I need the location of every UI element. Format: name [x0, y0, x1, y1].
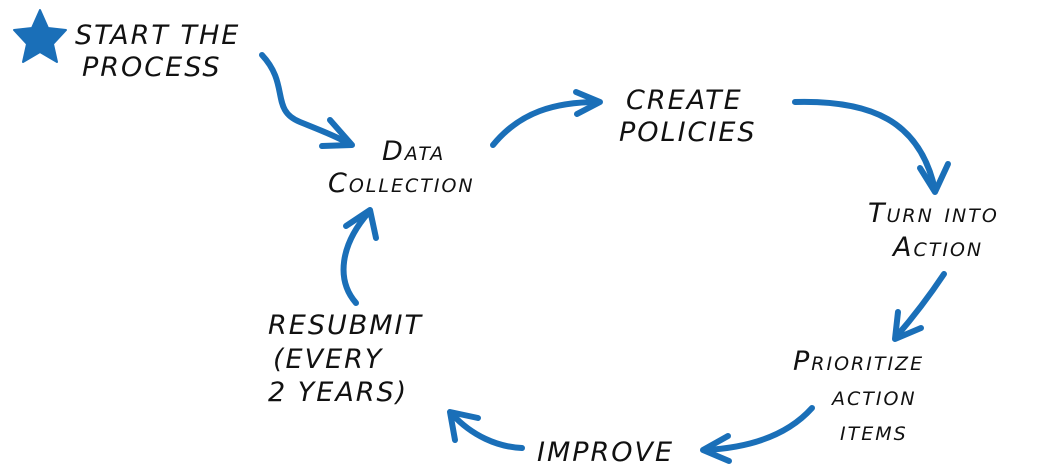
node-turn-into-action-line1: Turn into: [868, 198, 999, 229]
node-turn-into-action-line2: Action: [891, 232, 983, 263]
arrow-start-to-data-collection: [259, 52, 353, 147]
arrow-resubmit-to-data-collection: [340, 209, 372, 306]
node-prioritize-line1: Prioritize: [793, 346, 924, 377]
arrowhead-prioritize-to-improve: [700, 433, 732, 464]
node-data-collection-line2: Collection: [328, 168, 475, 199]
node-prioritize-line3: items: [840, 416, 908, 447]
start-label-line1: START THE: [75, 20, 240, 51]
arrow-create-policies-to-turn-into-action: [792, 98, 938, 193]
arrowhead-improve-to-resubmit: [447, 409, 481, 443]
start-label-line2: PROCESS: [82, 52, 222, 83]
node-prioritize-line2: action: [830, 381, 917, 412]
arrow-data-collection-to-create-policies: [490, 99, 601, 148]
arrow-prioritize-to-improve: [702, 405, 815, 453]
arrow-improve-to-resubmit: [449, 411, 525, 451]
arrows: [259, 52, 951, 464]
arrowhead-create-policies-to-turn-into-action: [917, 161, 951, 195]
node-resubmit-line2: (EVERY: [273, 344, 384, 375]
arrow-turn-into-action-to-prioritize: [893, 271, 947, 340]
arrowhead-resubmit-to-data-collection: [343, 207, 379, 241]
node-create-policies-line1: CREATE: [626, 85, 743, 116]
star-icon: [13, 9, 67, 63]
node-resubmit-line1: RESUBMIT: [268, 310, 424, 341]
arrowhead-turn-into-action-to-prioritize: [892, 309, 924, 342]
node-data-collection-line1: Data: [382, 136, 445, 167]
node-create-policies-line2: POLICIES: [619, 117, 757, 148]
node-improve: IMPROVE: [537, 437, 674, 468]
node-resubmit-line3: 2 YEARS): [268, 377, 408, 408]
arrowhead-data-collection-to-create-policies: [573, 89, 603, 117]
arrowhead-start-to-data-collection: [319, 117, 355, 149]
